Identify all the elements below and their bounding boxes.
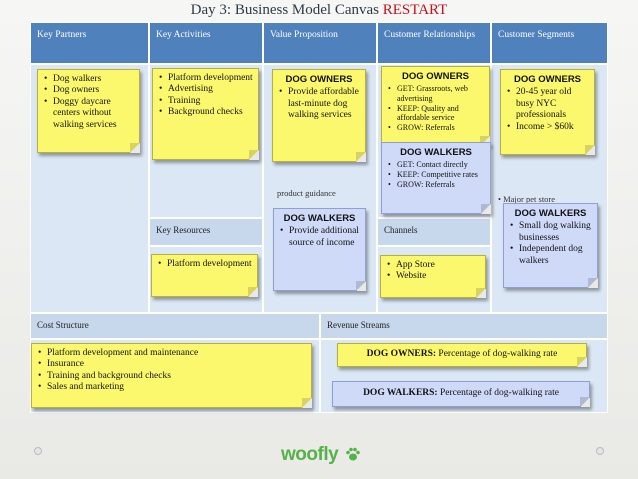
note-cr-dog-walkers: DOG WALKERS GET: Contact directly KEEP: … xyxy=(381,142,491,214)
list-item: App Store xyxy=(385,260,481,272)
header-channels: Channels xyxy=(377,218,491,246)
list-item: GET: Grassroots, web advertising xyxy=(386,84,485,103)
list-item: Independent dog walkers xyxy=(508,244,593,267)
list-item: Income > $60k xyxy=(505,122,590,134)
note-vp-dog-walkers: DOG WALKERS Provide additional source of… xyxy=(273,208,366,291)
slide-title: Day 3: Business Model Canvas RESTART xyxy=(0,2,638,19)
note-heading: DOG WALKERS xyxy=(283,213,356,224)
note-heading: DOG OWNERS xyxy=(401,71,470,82)
list-item: Platform development and maintenance xyxy=(36,348,307,360)
list-item: Dog walkers xyxy=(42,74,135,86)
revenue-owners-label: DOG OWNERS: xyxy=(366,349,437,359)
note-vp-dog-owners: DOG OWNERS Provide affordable last-minut… xyxy=(272,69,366,162)
note-heading: DOG OWNERS xyxy=(285,74,353,85)
vp-background-text: product guidance xyxy=(277,188,336,198)
list-item: KEEP: Quality and affordable service xyxy=(386,104,485,123)
revenue-walkers-label: DOG WALKERS: xyxy=(363,388,438,398)
note-key-resources: Platform development xyxy=(151,254,258,297)
note-heading: DOG WALKERS xyxy=(400,147,472,158)
title-main: Day 3: Business Model Canvas xyxy=(190,2,383,18)
header-revenue-streams: Revenue Streams xyxy=(320,313,608,339)
list-item: Training and background checks xyxy=(36,371,307,383)
list-item: Provide affordable last-minute dog walki… xyxy=(277,87,361,121)
header-customer-segments: Customer Segments xyxy=(491,22,608,64)
list-item: 20-45 year old busy NYC professionals xyxy=(505,87,590,121)
list-item: GROW: Referrals xyxy=(386,180,486,190)
list-item: Small dog walking businesses xyxy=(508,221,593,244)
note-cr-dog-owners: DOG OWNERS GET: Grassroots, web advertis… xyxy=(381,66,490,146)
list-item: Insurance xyxy=(36,359,307,371)
woofly-logo: woofly xyxy=(281,444,339,465)
list-item: KEEP: Competitive rates xyxy=(386,170,486,180)
decorative-dot-left xyxy=(34,447,42,455)
revenue-owners-text: Percentage of dog-walking rate xyxy=(436,349,558,359)
list-item: Platform development xyxy=(157,73,254,85)
list-item: Doggy daycare centers without walking se… xyxy=(42,97,135,131)
paw-icon xyxy=(346,447,360,461)
list-item: Advertising xyxy=(157,84,254,96)
list-item: Website xyxy=(385,271,481,283)
note-heading: DOG WALKERS xyxy=(514,208,587,219)
note-cs-dog-walkers: DOG WALKERS Small dog walking businesses… xyxy=(503,203,598,288)
header-cost-structure: Cost Structure xyxy=(30,313,320,339)
note-heading: DOG OWNERS xyxy=(513,74,582,85)
note-key-activities: Platform development Advertising Trainin… xyxy=(152,68,259,160)
list-item: Provide additional source of income xyxy=(278,226,361,249)
list-item: GET: Contact directly xyxy=(386,160,486,170)
note-revenue-dog-walkers: DOG WALKERS: Percentage of dog-walking r… xyxy=(332,381,590,407)
cs-background-text: • Major pet store xyxy=(498,194,556,204)
revenue-walkers-text: Percentage of dog-walking rate xyxy=(437,388,559,398)
header-value-proposition: Value Proposition xyxy=(263,22,377,64)
decorative-dot-right xyxy=(596,447,604,455)
header-key-partners: Key Partners xyxy=(30,22,149,64)
title-accent: RESTART xyxy=(382,2,448,18)
list-item: Dog owners xyxy=(42,85,135,97)
note-cost-structure: Platform development and maintenance Ins… xyxy=(31,343,312,408)
list-item: Sales and marketing xyxy=(36,382,307,394)
list-item: Platform development xyxy=(156,259,253,271)
note-cs-dog-owners: DOG OWNERS 20-45 year old busy NYC profe… xyxy=(500,69,595,155)
note-channels: App Store Website xyxy=(380,255,486,298)
header-key-activities: Key Activities xyxy=(149,22,263,64)
header-customer-relationships: Customer Relationships xyxy=(377,22,491,64)
header-key-resources: Key Resources xyxy=(149,218,263,246)
list-item: Training xyxy=(157,96,254,108)
note-key-partners: Dog walkers Dog owners Doggy daycare cen… xyxy=(37,69,140,153)
note-revenue-dog-owners: DOG OWNERS: Percentage of dog-walking ra… xyxy=(337,343,587,367)
list-item: GROW: Referrals xyxy=(386,123,485,133)
list-item: Background checks xyxy=(157,107,254,119)
